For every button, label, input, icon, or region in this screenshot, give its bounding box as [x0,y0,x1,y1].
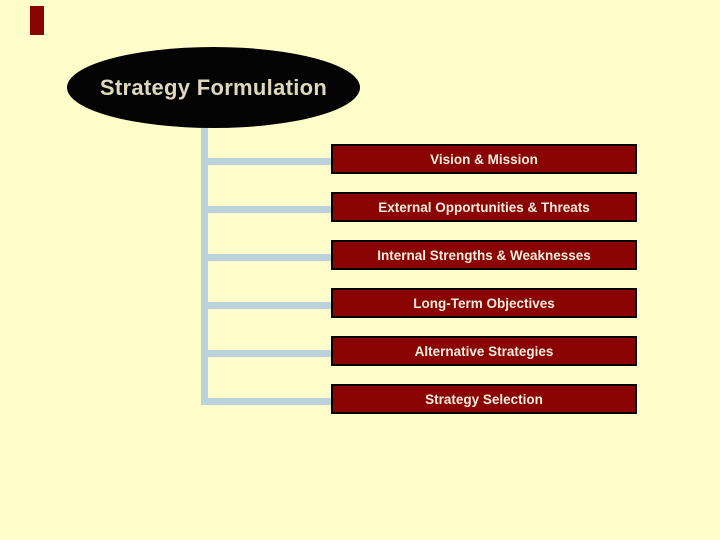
connector-branch [201,254,331,261]
title-text: Strategy Formulation [99,74,328,100]
connector-branch [201,302,331,309]
connector-branch [201,350,331,357]
flow-box-external-opportunities-threats: External Opportunities & Threats [331,192,637,222]
connector-trunk [201,122,208,405]
flow-box-strategy-selection: Strategy Selection [331,384,637,414]
flow-box-long-term-objectives: Long-Term Objectives [331,288,637,318]
flow-box-alternative-strategies: Alternative Strategies [331,336,637,366]
connector-branch [201,158,331,165]
title-ellipse: Strategy Formulation [67,47,360,128]
flow-box-vision-mission: Vision & Mission [331,144,637,174]
flow-box-internal-strengths-weaknesses: Internal Strengths & Weaknesses [331,240,637,270]
connector-branch [201,398,331,405]
accent-bar [30,6,44,35]
connector-branch [201,206,331,213]
